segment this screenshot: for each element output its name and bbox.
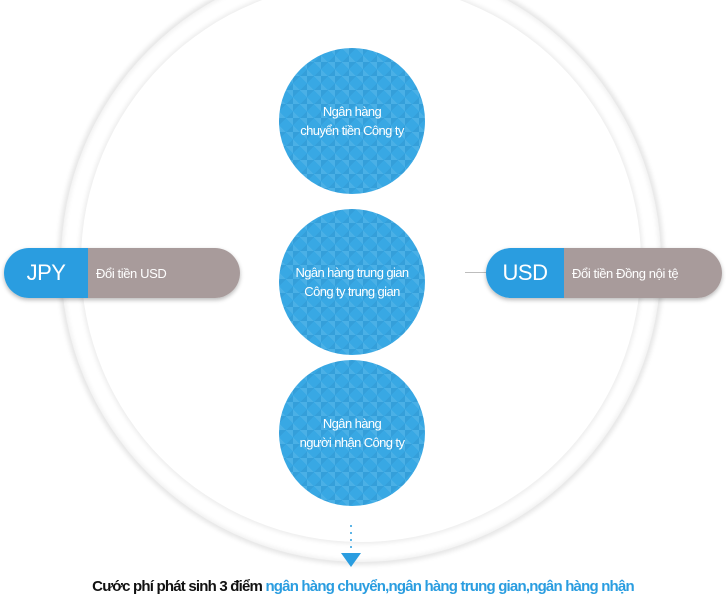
jpy-exchange-label: Đổi tiền USD (88, 248, 240, 298)
arrow-down-icon (341, 553, 361, 567)
jpy-currency-code: JPY (4, 248, 88, 298)
intermediary-bank-line1: Ngân hàng trung gian (295, 265, 409, 280)
intermediary-bank-line2: Công ty trung gian (304, 284, 400, 299)
connector-line (465, 272, 489, 273)
caption-highlight: ngân hàng chuyển,ngân hàng trung gian,ng… (265, 578, 634, 595)
receiving-bank-line2: người nhận Công ty (299, 435, 405, 450)
sending-bank-circle: Ngân hàng chuyển tiền Công ty (279, 48, 425, 194)
arrow-dot (350, 546, 352, 548)
fee-caption: Cước phí phát sinh 3 điểm ngân hàng chuy… (0, 578, 726, 595)
arrow-dot (350, 539, 352, 541)
intermediary-bank-circle: Ngân hàng trung gian Công ty trung gian (279, 209, 425, 355)
caption-lead: Cước phí phát sinh 3 điểm (92, 578, 263, 595)
sending-bank-line2: chuyển tiền Công ty (300, 123, 404, 138)
receiving-bank-line1: Ngân hàng (322, 416, 382, 431)
usd-exchange-label: Đổi tiền Đồng nội tệ (564, 248, 722, 298)
usd-exchange-pill: USD Đổi tiền Đồng nội tệ (486, 248, 722, 298)
jpy-exchange-pill: JPY Đổi tiền USD (4, 248, 240, 298)
arrow-dot (350, 525, 352, 527)
arrow-dot (350, 532, 352, 534)
sending-bank-line1: Ngân hàng (322, 104, 382, 119)
receiving-bank-circle: Ngân hàng người nhận Công ty (279, 360, 425, 506)
usd-currency-code: USD (486, 248, 564, 298)
